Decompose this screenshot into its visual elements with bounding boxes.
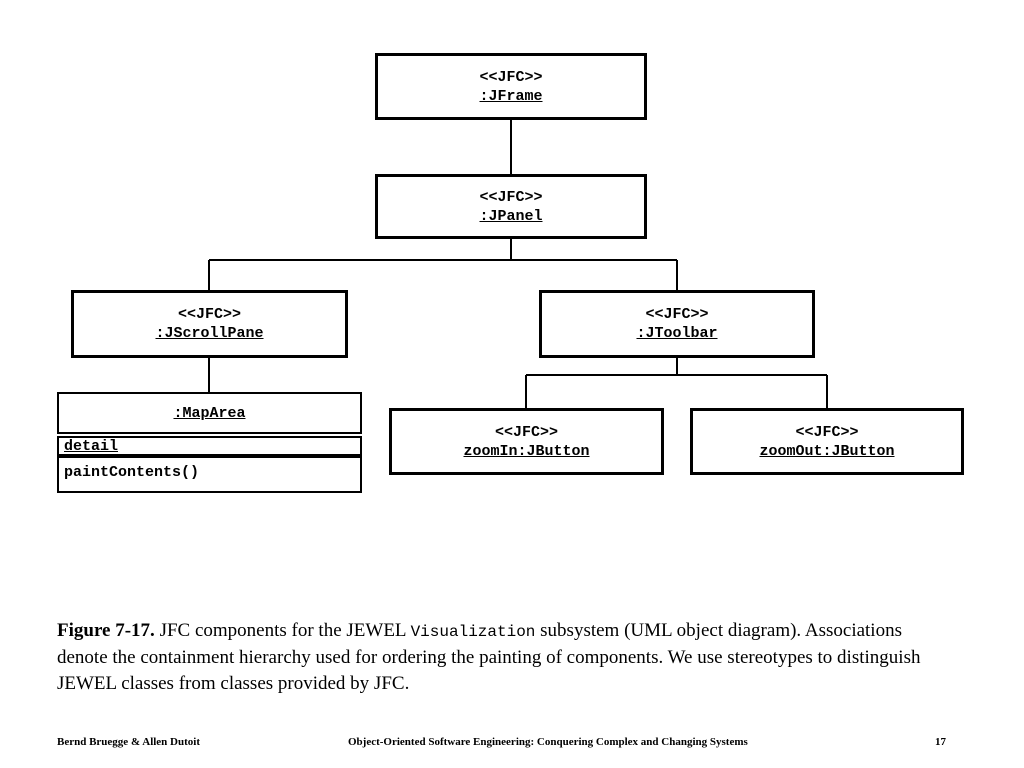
caption-text-after: subsystem (UML object diagram). Associat… bbox=[57, 620, 921, 694]
node-maparea-attribute: detail bbox=[64, 437, 119, 455]
footer-authors: Bernd Bruegge & Allen Dutoit bbox=[57, 736, 200, 748]
node-jpanel-stereotype: <<JFC>> bbox=[479, 188, 543, 206]
node-jframe-name: :JFrame bbox=[479, 87, 543, 105]
node-jtoolbar: <<JFC>> :JToolbar bbox=[539, 290, 815, 358]
node-jscrollpane-stereotype: <<JFC>> bbox=[177, 306, 241, 323]
node-jpanel: <<JFC>> :JPanel bbox=[375, 174, 647, 239]
uml-object-diagram: <<JFC>> :JFrame <<JFC>> :JPanel <<JFC>> … bbox=[57, 53, 964, 493]
node-maparea-name: :MapArea bbox=[173, 404, 246, 422]
footer-book-title: Object-Oriented Software Engineering: Co… bbox=[348, 736, 748, 748]
figure-label: Figure 7-17. bbox=[57, 620, 155, 641]
node-jpanel-name: :JPanel bbox=[479, 207, 543, 225]
node-maparea-operation: paintContents() bbox=[64, 464, 200, 481]
node-maparea-name-compartment: :MapArea bbox=[57, 392, 362, 434]
node-jtoolbar-stereotype: <<JFC>> bbox=[645, 306, 709, 323]
page-footer: Bernd Bruegge & Allen Dutoit Object-Orie… bbox=[0, 736, 1024, 752]
node-zoomout-name: zoomOut:JButton bbox=[759, 442, 895, 460]
figure-caption: Figure 7-17. JFC components for the JEWE… bbox=[57, 618, 937, 697]
connector-lines bbox=[208, 119, 828, 410]
node-zoomout-stereotype: <<JFC>> bbox=[795, 423, 859, 441]
caption-text-before: JFC components for the JEWEL bbox=[154, 620, 411, 641]
node-zoomout: <<JFC>> zoomOut:JButton bbox=[690, 408, 964, 475]
footer-page-number: 17 bbox=[935, 736, 946, 748]
node-zoomin-stereotype: <<JFC>> bbox=[494, 423, 558, 441]
node-maparea-operation-compartment: paintContents() bbox=[57, 456, 362, 493]
node-maparea: :MapArea detail paintContents() bbox=[57, 392, 362, 493]
node-jtoolbar-name: :JToolbar bbox=[636, 325, 718, 342]
node-jframe: <<JFC>> :JFrame bbox=[375, 53, 647, 120]
node-jscrollpane-name: :JScrollPane bbox=[155, 325, 264, 342]
node-zoomin-name: zoomIn:JButton bbox=[463, 442, 590, 460]
node-maparea-attribute-compartment: detail bbox=[57, 436, 362, 456]
caption-code: Visualization bbox=[410, 623, 536, 641]
node-jscrollpane: <<JFC>> :JScrollPane bbox=[71, 290, 348, 358]
node-jframe-stereotype: <<JFC>> bbox=[479, 68, 543, 86]
node-zoomin: <<JFC>> zoomIn:JButton bbox=[389, 408, 664, 475]
